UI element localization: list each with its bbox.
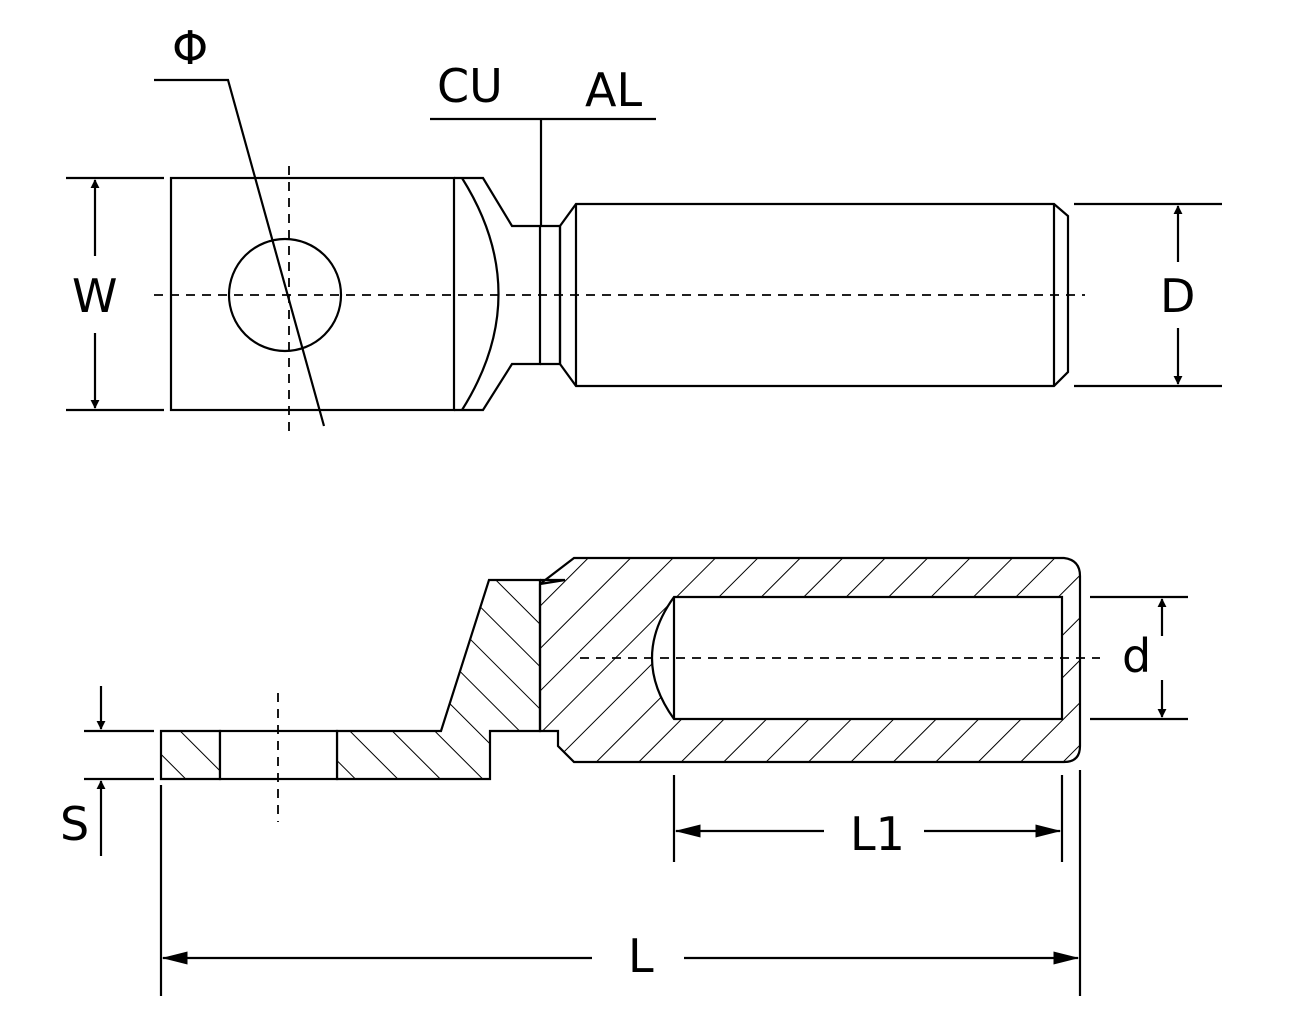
- al-label: AL: [585, 63, 642, 117]
- cu-label: CU: [437, 59, 503, 113]
- l1-label: L1: [850, 807, 905, 861]
- top-view: Φ CU AL W D: [66, 21, 1222, 432]
- copper-neck-outline: [454, 176, 542, 412]
- al-barrel-outline: [559, 202, 1070, 388]
- bolt-hole: [227, 237, 343, 353]
- l-label: L: [628, 929, 654, 983]
- d-inner-label: d: [1122, 629, 1151, 683]
- bolt-hole-section: [218, 729, 339, 781]
- copper-section-left: [159, 729, 222, 781]
- palm-outline: [169, 176, 456, 412]
- phi-label: Φ: [172, 21, 208, 75]
- w-label: W: [72, 269, 117, 323]
- s-label: S: [60, 797, 89, 851]
- neck-notch: [539, 578, 566, 586]
- phi-leader: [154, 78, 326, 427]
- section-view: d S L1 L: [60, 556, 1188, 996]
- d-label: D: [1160, 269, 1195, 323]
- palm-bevel-curve: [461, 177, 500, 411]
- copper-section-right: [335, 578, 542, 781]
